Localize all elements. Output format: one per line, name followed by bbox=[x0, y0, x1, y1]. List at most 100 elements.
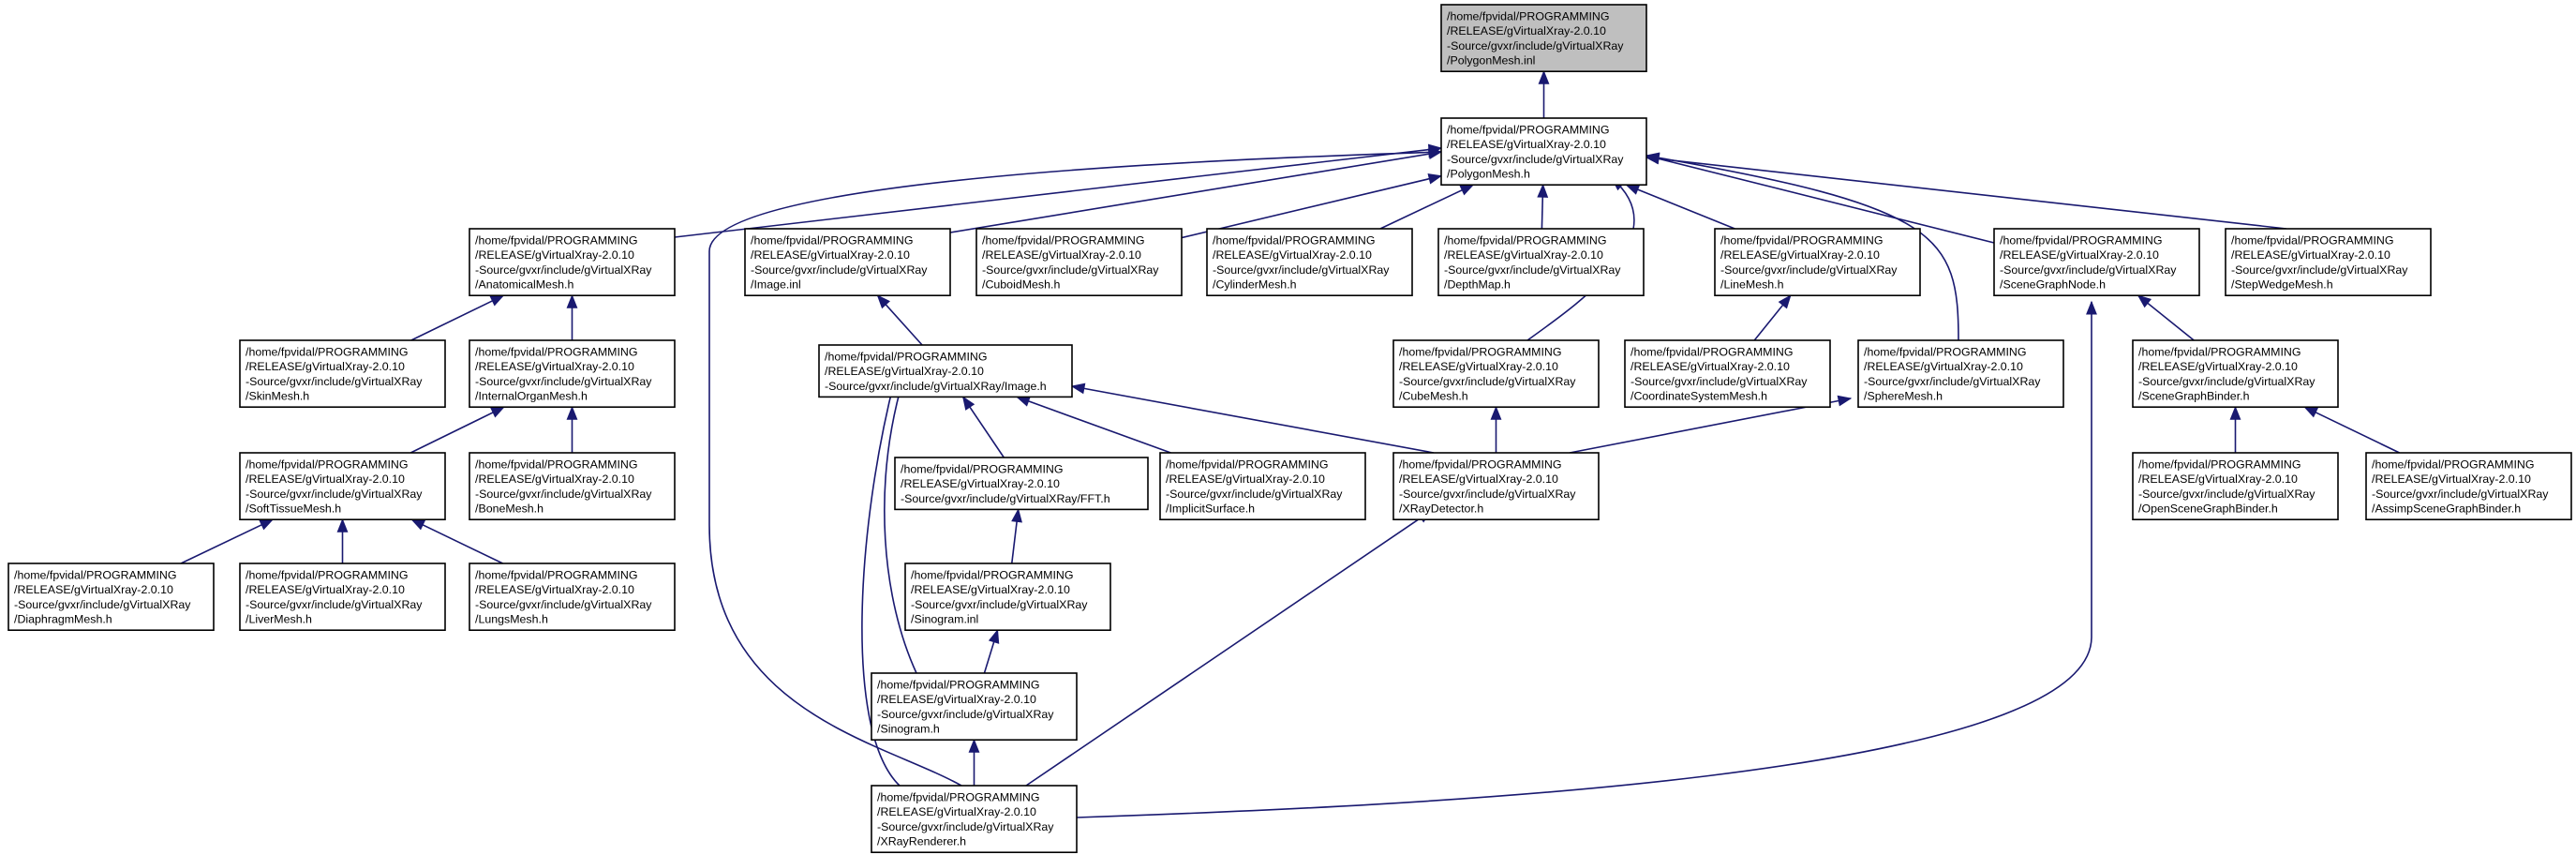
node-label-line: /SceneGraphBinder.h bbox=[2138, 390, 2250, 403]
node-label-line: /RELEASE/gVirtualXray-2.0.10 bbox=[1399, 472, 1558, 486]
node-label-line: -Source/gvxr/include/gVirtualXRay bbox=[982, 263, 1159, 277]
edge-skinmesh-to-anatomicalmesh bbox=[410, 294, 505, 341]
node-image-inl[interactable]: /home/fpvidal/PROGRAMMING/RELEASE/gVirtu… bbox=[744, 228, 951, 296]
node-label-line: /home/fpvidal/PROGRAMMING bbox=[877, 790, 1040, 803]
node-box bbox=[2365, 452, 2572, 520]
node-label-line: /ImplicitSurface.h bbox=[1166, 502, 1255, 516]
node-openscenegraphbinder[interactable]: /home/fpvidal/PROGRAMMING/RELEASE/gVirtu… bbox=[2132, 452, 2339, 520]
edge-sinogram-h-to-sinogram-inl bbox=[983, 628, 1000, 674]
node-livermesh[interactable]: /home/fpvidal/PROGRAMMING/RELEASE/gVirtu… bbox=[239, 562, 446, 631]
node-box bbox=[975, 228, 1183, 296]
edge-line bbox=[708, 151, 1442, 787]
node-sinogram-h[interactable]: /home/fpvidal/PROGRAMMING/RELEASE/gVirtu… bbox=[871, 672, 1078, 741]
node-xrayrenderer[interactable]: /home/fpvidal/PROGRAMMING/RELEASE/gVirtu… bbox=[871, 785, 1078, 853]
node-diaphragmmesh[interactable]: /home/fpvidal/PROGRAMMING/RELEASE/gVirtu… bbox=[7, 562, 215, 631]
node-box bbox=[2132, 452, 2339, 520]
node-label-line: /home/fpvidal/PROGRAMMING bbox=[246, 458, 409, 471]
node-label-line: -Source/gvxr/include/gVirtualXRay bbox=[2231, 263, 2408, 277]
edge-depthmap-to-polygonmesh-h bbox=[1537, 183, 1549, 230]
edge-implicitsurface-to-image-h bbox=[1016, 396, 1171, 454]
node-label-line: /home/fpvidal/PROGRAMMING bbox=[751, 233, 914, 247]
node-label-line: /home/fpvidal/PROGRAMMING bbox=[1630, 345, 1794, 358]
node-label-line: /home/fpvidal/PROGRAMMING bbox=[2138, 458, 2301, 471]
node-box bbox=[1392, 339, 1600, 408]
node-label-line: -Source/gvxr/include/gVirtualXRay bbox=[1630, 375, 1808, 388]
edge-line bbox=[1025, 510, 1432, 787]
node-label-line: /CylinderMesh.h bbox=[1213, 278, 1297, 292]
node-bonemesh[interactable]: /home/fpvidal/PROGRAMMING/RELEASE/gVirtu… bbox=[469, 452, 676, 520]
edge-line bbox=[409, 406, 505, 454]
node-linemesh[interactable]: /home/fpvidal/PROGRAMMING/RELEASE/gVirtu… bbox=[1714, 228, 1921, 296]
node-box bbox=[1857, 339, 2064, 408]
node-root[interactable]: /home/fpvidal/PROGRAMMING/RELEASE/gVirtu… bbox=[1440, 4, 1647, 72]
node-label-line: /RELEASE/gVirtualXray-2.0.10 bbox=[825, 365, 984, 378]
node-label-line: /XRayDetector.h bbox=[1399, 502, 1483, 516]
node-softtissuemesh[interactable]: /home/fpvidal/PROGRAMMING/RELEASE/gVirtu… bbox=[239, 452, 446, 520]
node-label-line: -Source/gvxr/include/gVirtualXRay bbox=[1447, 39, 1624, 52]
edge-line bbox=[180, 518, 274, 564]
node-box bbox=[894, 457, 1149, 511]
arrowhead bbox=[876, 294, 890, 309]
node-label-line: /home/fpvidal/PROGRAMMING bbox=[1399, 458, 1562, 471]
node-box bbox=[469, 562, 676, 631]
node-label-line: /RELEASE/gVirtualXray-2.0.10 bbox=[475, 472, 634, 486]
edge-cylindermesh-to-polygonmesh-h bbox=[1379, 184, 1475, 230]
arrowhead bbox=[1459, 184, 1475, 196]
edge-spheremesh-to-polygonmesh-h bbox=[1645, 152, 1959, 341]
node-label-line: /home/fpvidal/PROGRAMMING bbox=[246, 568, 409, 581]
node-scenegraphbinder[interactable]: /home/fpvidal/PROGRAMMING/RELEASE/gVirtu… bbox=[2132, 339, 2339, 408]
node-label-line: /SphereMesh.h bbox=[1864, 390, 1943, 403]
node-box bbox=[871, 672, 1078, 741]
node-internalorganmesh[interactable]: /home/fpvidal/PROGRAMMING/RELEASE/gVirtu… bbox=[469, 339, 676, 408]
node-label-line: /DiaphragmMesh.h bbox=[14, 613, 112, 626]
arrowhead bbox=[336, 518, 349, 532]
node-label-line: /home/fpvidal/PROGRAMMING bbox=[475, 345, 638, 358]
arrowhead bbox=[1016, 396, 1032, 407]
node-label-line: /home/fpvidal/PROGRAMMING bbox=[1720, 233, 1884, 247]
node-box bbox=[818, 344, 1073, 398]
node-label-line: /RELEASE/gVirtualXray-2.0.10 bbox=[475, 583, 634, 596]
node-depthmap[interactable]: /home/fpvidal/PROGRAMMING/RELEASE/gVirtu… bbox=[1437, 228, 1645, 296]
node-fft[interactable]: /home/fpvidal/PROGRAMMING/RELEASE/gVirtu… bbox=[894, 457, 1149, 511]
node-label-line: -Source/gvxr/include/gVirtualXRay bbox=[877, 708, 1054, 721]
edge-scenegraphbinder-to-scenegraphnode bbox=[2137, 294, 2195, 341]
node-scenegraphnode[interactable]: /home/fpvidal/PROGRAMMING/RELEASE/gVirtu… bbox=[1993, 228, 2200, 296]
node-label-line: /SceneGraphNode.h bbox=[2000, 278, 2106, 292]
node-polygonmesh-h[interactable]: /home/fpvidal/PROGRAMMING/RELEASE/gVirtu… bbox=[1440, 117, 1647, 186]
edge-stepwedgemesh-to-polygonmesh-h bbox=[1645, 153, 2287, 230]
arrowhead bbox=[1427, 172, 1443, 185]
node-label-line: -Source/gvxr/include/gVirtualXRay/FFT.h bbox=[901, 492, 1110, 505]
edge-line bbox=[1379, 184, 1474, 230]
node-label-line: /LiverMesh.h bbox=[246, 613, 312, 626]
node-label-line: /home/fpvidal/PROGRAMMING bbox=[475, 458, 638, 471]
node-lungsmesh[interactable]: /home/fpvidal/PROGRAMMING/RELEASE/gVirtu… bbox=[469, 562, 676, 631]
arrowhead bbox=[1490, 405, 1502, 420]
node-label-line: /home/fpvidal/PROGRAMMING bbox=[2372, 458, 2535, 471]
node-sinogram-inl[interactable]: /home/fpvidal/PROGRAMMING/RELEASE/gVirtu… bbox=[904, 562, 1111, 631]
edge-fft-to-image-h bbox=[961, 396, 1005, 458]
arrowhead bbox=[1070, 382, 1086, 395]
edge-line bbox=[1181, 174, 1442, 239]
node-anatomicalmesh[interactable]: /home/fpvidal/PROGRAMMING/RELEASE/gVirtu… bbox=[469, 228, 676, 296]
node-label-line: /RELEASE/gVirtualXray-2.0.10 bbox=[1447, 24, 1606, 38]
node-stepwedgemesh[interactable]: /home/fpvidal/PROGRAMMING/RELEASE/gVirtu… bbox=[2225, 228, 2432, 296]
arrowhead bbox=[2137, 294, 2152, 308]
node-xraydetector[interactable]: /home/fpvidal/PROGRAMMING/RELEASE/gVirtu… bbox=[1392, 452, 1600, 520]
node-cylindermesh[interactable]: /home/fpvidal/PROGRAMMING/RELEASE/gVirtu… bbox=[1206, 228, 1413, 296]
edge-line bbox=[1645, 155, 1959, 341]
node-spheremesh[interactable]: /home/fpvidal/PROGRAMMING/RELEASE/gVirtu… bbox=[1857, 339, 2064, 408]
node-cubemesh[interactable]: /home/fpvidal/PROGRAMMING/RELEASE/gVirtu… bbox=[1392, 339, 1600, 408]
node-label-line: /RELEASE/gVirtualXray-2.0.10 bbox=[14, 583, 173, 596]
node-image-h[interactable]: /home/fpvidal/PROGRAMMING/RELEASE/gVirtu… bbox=[818, 344, 1073, 398]
node-cuboidmesh[interactable]: /home/fpvidal/PROGRAMMING/RELEASE/gVirtu… bbox=[975, 228, 1183, 296]
node-label-line: /InternalOrganMesh.h bbox=[475, 390, 588, 403]
node-label-line: /RELEASE/gVirtualXray-2.0.10 bbox=[1166, 472, 1325, 486]
node-label-line: -Source/gvxr/include/gVirtualXRay bbox=[475, 375, 652, 388]
nodes-layer: /home/fpvidal/PROGRAMMING/RELEASE/gVirtu… bbox=[7, 4, 2572, 853]
node-skinmesh[interactable]: /home/fpvidal/PROGRAMMING/RELEASE/gVirtu… bbox=[239, 339, 446, 408]
node-coordinatesystemmesh[interactable]: /home/fpvidal/PROGRAMMING/RELEASE/gVirtu… bbox=[1624, 339, 1831, 408]
node-label-line: /AnatomicalMesh.h bbox=[475, 278, 573, 292]
node-box bbox=[1714, 228, 1921, 296]
node-assimpscenegraphbinder[interactable]: /home/fpvidal/PROGRAMMING/RELEASE/gVirtu… bbox=[2365, 452, 2572, 520]
node-implicitsurface[interactable]: /home/fpvidal/PROGRAMMING/RELEASE/gVirtu… bbox=[1159, 452, 1366, 520]
